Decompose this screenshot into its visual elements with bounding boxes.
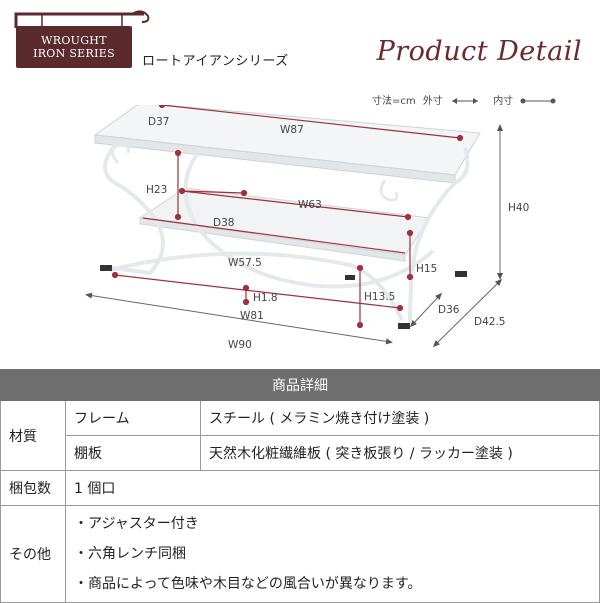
dim-w81: W81 xyxy=(240,310,264,322)
dim-w87: W87 xyxy=(280,124,304,136)
frame-value: スチール ( メラミン焼き付け塗装 ) xyxy=(200,400,600,436)
legend-outer: 外寸 xyxy=(422,96,443,107)
frame-label: フレーム xyxy=(65,400,201,436)
shelf-label: 棚板 xyxy=(65,435,201,471)
legend-unit: 寸法=cm xyxy=(372,96,416,107)
spec-table-title: 商品詳細 xyxy=(0,369,600,401)
dimension-legend: 寸法=cm 外寸 内寸 xyxy=(372,92,556,107)
package-label: 梱包数 xyxy=(0,470,66,506)
series-sign-logo: WROUGHT IRON SERIES xyxy=(16,26,132,68)
dim-h13-5: H13.5 xyxy=(364,291,395,303)
series-name: ロートアイアンシリーズ xyxy=(142,54,289,69)
dim-h15: H15 xyxy=(416,263,437,275)
shelf-value: 天然木化粧繊維板 ( 突き板張り / ラッカー塗装 ) xyxy=(200,435,600,471)
sign-line-1: WROUGHT xyxy=(41,34,107,47)
legend-inner: 内寸 xyxy=(493,96,514,107)
outer-arrow-icon xyxy=(452,98,478,104)
dim-w63: W63 xyxy=(298,199,322,211)
dim-h1-8: H1.8 xyxy=(253,292,278,304)
dim-w90: W90 xyxy=(228,339,252,351)
list-item: ・アジャスター付き xyxy=(74,516,199,532)
header: WROUGHT IRON SERIES ロートアイアンシリーズ Product … xyxy=(0,0,600,78)
coffee-table-illustration xyxy=(93,105,481,329)
product-detail-heading: Product Detail xyxy=(376,36,582,67)
table-dimension-diagram: D37 W87 H23 W63 D38 W57.5 H15 H1.8 H13.5… xyxy=(85,105,529,351)
sign-hanger-icon xyxy=(14,10,150,28)
dim-w57-5: W57.5 xyxy=(228,257,262,269)
other-label: その他 xyxy=(0,505,66,603)
dim-d42-5: D42.5 xyxy=(474,316,505,328)
package-value: 1 個口 xyxy=(65,470,600,506)
list-item: ・商品によって色味や木目などの風合いが異なります。 xyxy=(74,576,422,592)
product-spec-table: 商品詳細 材質 フレーム スチール ( メラミン焼き付け塗装 ) 棚板 天然木化… xyxy=(0,369,600,603)
material-label: 材質 xyxy=(0,400,66,471)
inner-dot-line-icon xyxy=(520,98,556,104)
dim-h40: H40 xyxy=(508,202,529,214)
dim-d37: D37 xyxy=(148,116,169,128)
sign-line-2: IRON SERIES xyxy=(33,47,115,60)
dim-h23: H23 xyxy=(146,184,167,196)
dim-d36: D36 xyxy=(438,304,460,316)
other-list: ・アジャスター付き ・六角レンチ同梱 ・商品によって色味や木目などの風合いが異な… xyxy=(65,505,600,603)
list-item: ・六角レンチ同梱 xyxy=(74,546,186,562)
dim-d38: D38 xyxy=(213,217,234,229)
